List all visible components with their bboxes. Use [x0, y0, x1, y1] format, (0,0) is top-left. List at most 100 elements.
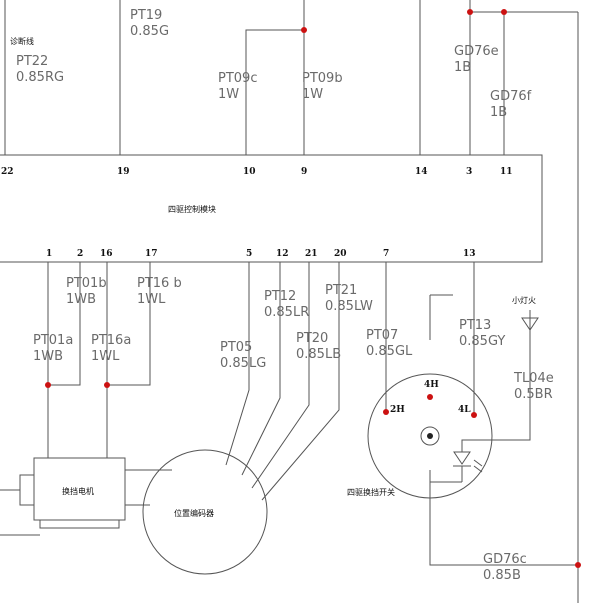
- pin-20: 20: [334, 249, 347, 259]
- four-wd-shift-switch: 4H 2H 4L 四驱换挡开关: [347, 373, 493, 499]
- pin-17: 17: [145, 249, 158, 259]
- pin-10: 10: [243, 167, 256, 177]
- svg-text:PT19: PT19: [130, 8, 162, 23]
- pin-9: 9: [301, 167, 307, 177]
- top-pin-numbers: 22 19 10 9 14 3 11: [1, 167, 513, 177]
- svg-text:GD76f: GD76f: [490, 89, 532, 104]
- svg-text:0.85LR: 0.85LR: [264, 305, 309, 320]
- svg-text:0.85LG: 0.85LG: [220, 356, 266, 371]
- svg-text:1W: 1W: [218, 87, 239, 102]
- svg-text:PT16a: PT16a: [91, 333, 131, 348]
- pin-19: 19: [117, 167, 130, 177]
- label-PT22: PT22 0.85RG: [16, 54, 64, 85]
- pin-11: 11: [500, 167, 513, 177]
- svg-text:0.5BR: 0.5BR: [514, 387, 553, 402]
- svg-text:0.85B: 0.85B: [483, 568, 521, 583]
- svg-text:1WB: 1WB: [33, 349, 63, 364]
- module-title: 四驱控制模块: [168, 204, 216, 214]
- label-TL04e: TL04e 0.5BR: [513, 371, 554, 402]
- position-encoder-label: 位置编码器: [174, 508, 214, 518]
- svg-text:0.85GY: 0.85GY: [459, 334, 505, 349]
- svg-text:PT05: PT05: [220, 340, 252, 355]
- terminal-4h-dot: [427, 394, 433, 400]
- label-GD76e: GD76e 1B: [454, 44, 499, 75]
- terminal-4l-dot: [471, 412, 477, 418]
- label-PT05: PT05 0.85LG: [220, 340, 266, 371]
- label-PT20: PT20 0.85LB: [296, 331, 341, 362]
- label-PT13: PT13 0.85GY: [459, 318, 505, 349]
- terminal-4l: 4L: [458, 405, 471, 415]
- svg-text:1W: 1W: [302, 87, 323, 102]
- svg-text:1WL: 1WL: [91, 349, 120, 364]
- svg-text:1WL: 1WL: [137, 292, 166, 307]
- label-PT07: PT07 0.85GL: [366, 328, 413, 359]
- svg-text:GD76e: GD76e: [454, 44, 499, 59]
- label-PT01a: PT01a 1WB: [33, 333, 73, 364]
- terminal-2h: 2H: [390, 405, 405, 415]
- lamp-antenna-icon: 小灯火: [512, 295, 539, 331]
- pin-14: 14: [415, 167, 428, 177]
- label-PT21: PT21 0.85LW: [325, 283, 373, 314]
- diagnostic-line-note: 诊断线: [10, 36, 34, 46]
- svg-text:PT12: PT12: [264, 289, 296, 304]
- label-PT09c: PT09c 1W: [218, 71, 257, 102]
- shift-switch-label: 四驱换挡开关: [347, 487, 395, 497]
- junction-dot: [501, 9, 507, 15]
- junction-dot: [301, 27, 307, 33]
- svg-text:PT22: PT22: [16, 54, 48, 69]
- pin-5: 5: [246, 249, 252, 259]
- four-wd-control-module: 四驱控制模块: [0, 154, 543, 263]
- svg-text:GD76c: GD76c: [483, 552, 527, 567]
- svg-text:TL04e: TL04e: [513, 371, 554, 386]
- svg-text:0.85GL: 0.85GL: [366, 344, 413, 359]
- svg-text:PT16 b: PT16 b: [137, 276, 182, 291]
- shift-motor-label: 换挡电机: [62, 486, 94, 496]
- terminal-2h-dot: [383, 409, 389, 415]
- label-PT01b: PT01b 1WB: [66, 276, 107, 307]
- pin-2: 2: [77, 249, 83, 259]
- svg-text:1B: 1B: [454, 60, 471, 75]
- svg-text:PT21: PT21: [325, 283, 357, 298]
- lamp-label: 小灯火: [512, 295, 536, 305]
- svg-text:PT01b: PT01b: [66, 276, 107, 291]
- svg-text:PT20: PT20: [296, 331, 328, 346]
- pin-22: 22: [1, 167, 14, 177]
- terminal-4h: 4H: [424, 380, 439, 390]
- svg-text:0.85G: 0.85G: [130, 24, 169, 39]
- label-GD76c: GD76c 0.85B: [483, 552, 527, 583]
- svg-text:PT13: PT13: [459, 318, 491, 333]
- pin-1: 1: [46, 249, 52, 259]
- shift-motor: 换挡电机: [19, 457, 126, 529]
- svg-text:0.85LW: 0.85LW: [325, 299, 373, 314]
- pin-13: 13: [463, 249, 476, 259]
- label-GD76f: GD76f 1B: [490, 89, 532, 120]
- svg-text:0.85RG: 0.85RG: [16, 70, 64, 85]
- svg-text:PT07: PT07: [366, 328, 398, 343]
- junction-dot: [575, 562, 581, 568]
- pin-12: 12: [276, 249, 289, 259]
- label-PT19: PT19 0.85G: [130, 8, 169, 39]
- pin-7: 7: [383, 249, 389, 259]
- top-wires: [4, 0, 579, 603]
- svg-text:1WB: 1WB: [66, 292, 96, 307]
- pin-3: 3: [466, 167, 472, 177]
- bottom-wires: [0, 262, 578, 566]
- position-encoder: 位置编码器: [142, 449, 268, 575]
- label-PT12: PT12 0.85LR: [264, 289, 309, 320]
- svg-text:PT09c: PT09c: [218, 71, 257, 86]
- junction-dot: [104, 382, 110, 388]
- svg-text:PT09b: PT09b: [302, 71, 343, 86]
- label-PT09b: PT09b 1W: [302, 71, 343, 102]
- svg-text:0.85LB: 0.85LB: [296, 347, 341, 362]
- junction-dot: [45, 382, 51, 388]
- svg-text:1B: 1B: [490, 105, 507, 120]
- label-PT16b: PT16 b 1WL: [137, 276, 182, 307]
- pin-16: 16: [100, 249, 113, 259]
- svg-text:PT01a: PT01a: [33, 333, 73, 348]
- label-PT16a: PT16a 1WL: [91, 333, 131, 364]
- junction-dot: [467, 9, 473, 15]
- bottom-pin-numbers: 1 2 16 17 5 12 21 20 7 13: [46, 249, 476, 259]
- led-icon: [453, 451, 471, 465]
- pin-21: 21: [305, 249, 318, 259]
